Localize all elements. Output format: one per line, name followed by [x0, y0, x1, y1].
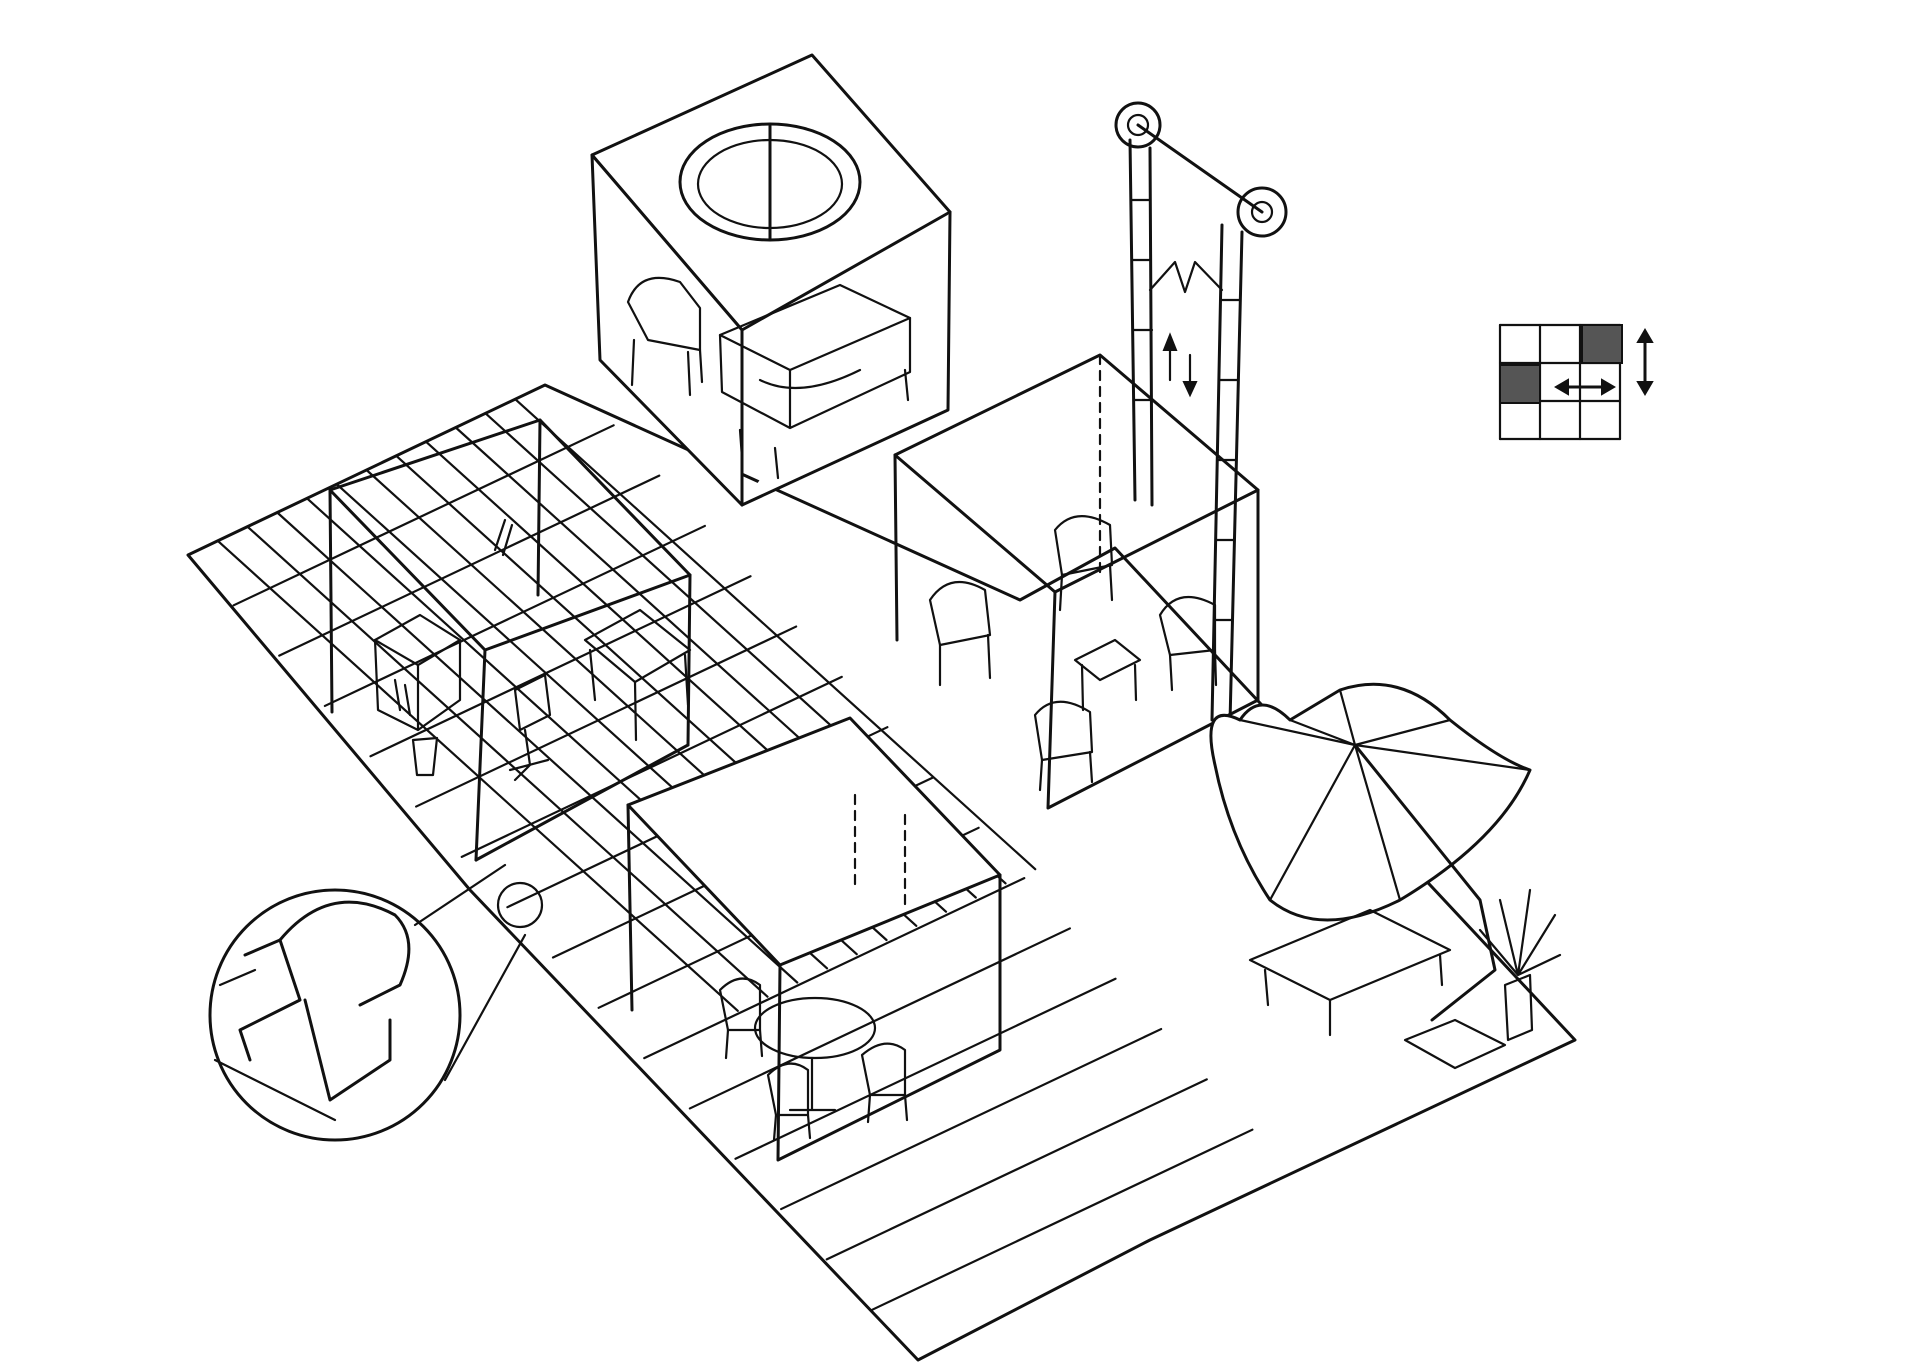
armchair-icon [1053, 515, 1114, 612]
lift-mechanism [1114, 101, 1288, 724]
cafe-table-icon [1073, 638, 1142, 712]
floor-grid-lines [216, 398, 1254, 1311]
armchair-icon [928, 580, 992, 687]
dining-chair-icon [766, 1062, 812, 1142]
armchair-icon [1158, 595, 1218, 692]
floor-grid-line [232, 424, 615, 607]
armchair-icon [1033, 700, 1094, 792]
armchair-icon [626, 276, 704, 397]
pulley-wheel-top [1114, 101, 1162, 149]
dining-chair-icon [860, 1042, 909, 1124]
sofa-icon [718, 283, 912, 480]
floor-grid-line [323, 524, 706, 708]
floor-grid-line [871, 1128, 1254, 1311]
dining-chair-icon [718, 977, 764, 1060]
tiled-floor-platform [186, 383, 1577, 1362]
floor-grid-line [369, 575, 752, 758]
movement-key-grid [1498, 323, 1654, 441]
office-chair-icon [508, 673, 552, 782]
desk-icon [373, 613, 462, 732]
round-table-icon [753, 996, 877, 1112]
umbrella-terrace [1209, 682, 1562, 1070]
lounge-cube-with-skylight [590, 53, 952, 507]
key-cell-middle-left [1499, 364, 1541, 404]
key-grid-cells [1498, 323, 1622, 441]
waste-basket-icon [411, 736, 439, 777]
floor-grid-line [276, 511, 799, 984]
bench-icon [1248, 908, 1452, 1037]
floor-grid-line [643, 877, 1026, 1060]
floor-grid-line [734, 977, 1117, 1160]
magnifier-circle [208, 888, 462, 1142]
floor-grid-line [825, 1078, 1208, 1261]
joint-detail-callout [208, 863, 544, 1142]
office-module [328, 418, 692, 862]
umbrella-base-icon [1403, 1018, 1507, 1070]
floor-grid-line [514, 398, 1037, 871]
worktable-icon [583, 608, 692, 742]
floor-grid-line [460, 675, 843, 858]
floor-grid-line [216, 539, 739, 1012]
floor-grid-line [246, 525, 769, 998]
pulley-wheel-right [1236, 186, 1288, 238]
floor-grid-line [780, 1027, 1163, 1211]
key-cell-top-right [1581, 324, 1623, 364]
potted-plant-icon [1478, 888, 1562, 1042]
cafe-module [893, 353, 1260, 810]
floor-grid-line [688, 927, 1071, 1110]
floor-grid-line [278, 474, 661, 657]
dining-pavilion [626, 716, 1002, 1162]
umbrella-icon [1209, 682, 1532, 1022]
